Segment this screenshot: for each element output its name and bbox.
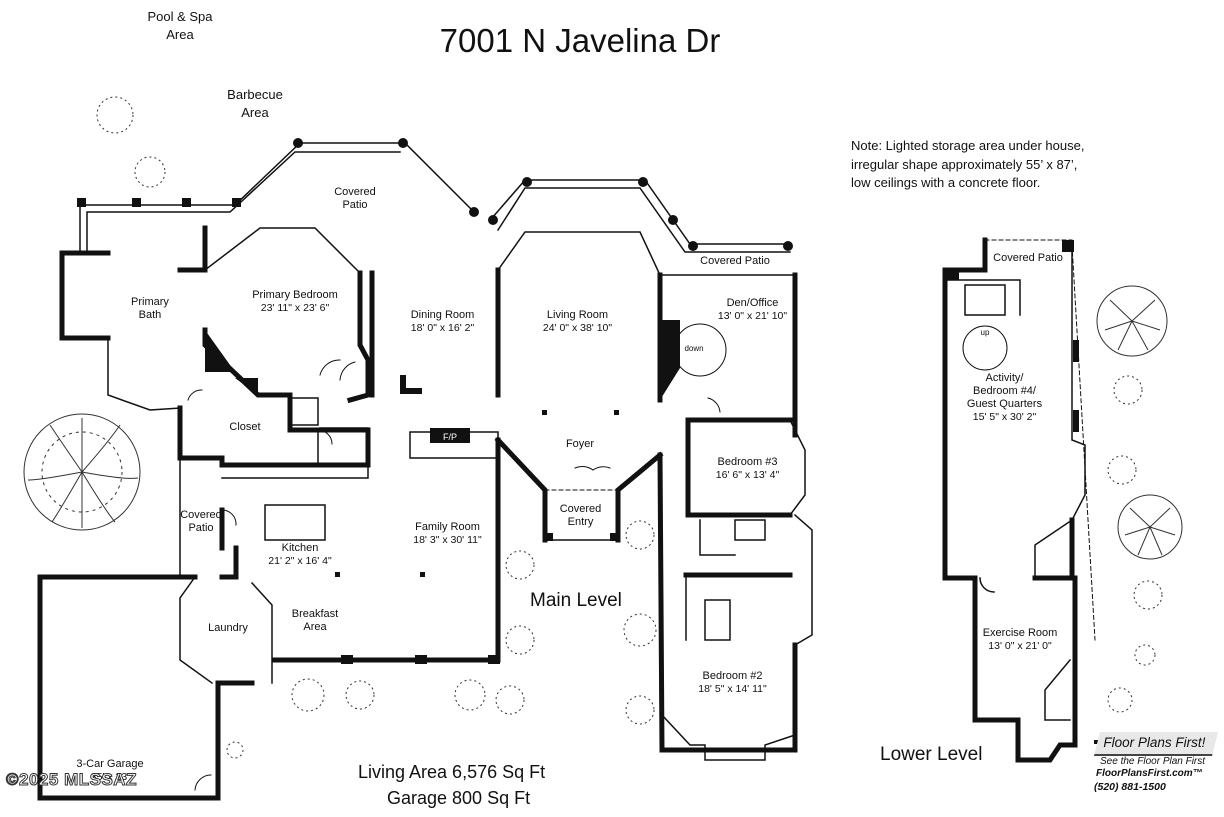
pool-spa-label: Pool & Spa Area bbox=[147, 9, 213, 42]
fireplace-label: F/P bbox=[442, 432, 457, 442]
stairs-up-label: up bbox=[980, 328, 990, 337]
activity-room-label: Activity/ Bedroom #4/ Guest Quarters 15'… bbox=[966, 372, 1043, 423]
covered-patio-lower-label: Covered Patio bbox=[993, 252, 1063, 264]
kitchen-label: Kitchen 21' 2" x 16' 4" bbox=[268, 542, 332, 567]
main-level-walls bbox=[37, 225, 798, 801]
note-line: Note: Lighted storage area under house, bbox=[851, 138, 1085, 153]
storage-note: Note: Lighted storage area under house, … bbox=[851, 137, 1171, 193]
note-line: irregular shape approximately 55’ x 87’, bbox=[851, 156, 1078, 172]
brand-phone: (520) 881-1500 bbox=[1094, 781, 1166, 793]
brand-tagline: See the Floor Plan First bbox=[1100, 756, 1206, 767]
bedroom2-label: Bedroom #2 18' 5" x 14' 11" bbox=[698, 670, 767, 695]
primary-bedroom-label: Primary Bedroom 23' 11" x 23' 6" bbox=[252, 289, 338, 314]
tree-large-left bbox=[23, 413, 141, 531]
garage-area-text: Garage 800 Sq Ft bbox=[387, 788, 531, 808]
floor-plans-first-logo: Floor Plans First! See the Floor Plan Fi… bbox=[1094, 722, 1220, 784]
note-line: low ceilings with a concrete floor. bbox=[851, 175, 1041, 190]
lower-level-walls bbox=[942, 237, 1078, 763]
living-area-text: Living Area 6,576 Sq Ft bbox=[358, 762, 546, 782]
stairs-down-label: down bbox=[684, 344, 704, 353]
den-office-label: Den/Office 13' 0" x 21' 10" bbox=[717, 297, 788, 322]
covered-entry-label: Covered Entry bbox=[559, 503, 602, 528]
living-room-label: Living Room 24' 0" x 38' 10" bbox=[542, 309, 613, 334]
primary-bath-label: Primary Bath bbox=[131, 296, 169, 321]
main-level-caption: Main Level bbox=[530, 590, 622, 611]
barbecue-label: Barbecue Area bbox=[227, 87, 283, 120]
bedroom3-label: Bedroom #3 16' 6" x 13' 4" bbox=[715, 456, 780, 481]
exercise-room-label: Exercise Room 13' 0" x 21' 0" bbox=[982, 627, 1058, 652]
property-address-title: 7001 N Javelina Dr bbox=[439, 22, 721, 59]
foyer-label: Foyer bbox=[565, 438, 595, 450]
interior-lines bbox=[79, 142, 813, 761]
covered-patio-kitchen-label: Covered Patio bbox=[180, 509, 222, 534]
covered-patio-main-label: Covered Patio bbox=[334, 186, 376, 211]
laundry-label: Laundry bbox=[208, 622, 248, 634]
lower-level-caption: Lower Level bbox=[880, 744, 983, 765]
shrubs bbox=[96, 96, 1163, 759]
brand-website: FloorPlansFirst.com™ bbox=[1096, 768, 1203, 779]
family-room-label: Family Room 18' 3" x 30' 11" bbox=[413, 521, 482, 546]
tree-lower-right-2 bbox=[1117, 494, 1183, 560]
dining-room-label: Dining Room 18' 0" x 16' 2" bbox=[410, 309, 475, 334]
copyright-watermark: ©2025 MLSSAZ bbox=[6, 770, 137, 790]
breakfast-area-label: Breakfast Area bbox=[291, 608, 339, 633]
closet-label: Closet bbox=[229, 421, 261, 433]
tree-lower-right-1 bbox=[1096, 285, 1168, 357]
garage-label: 3-Car Garage 35' x 33' bbox=[76, 758, 144, 783]
covered-patio-den-label: Covered Patio bbox=[700, 255, 770, 267]
